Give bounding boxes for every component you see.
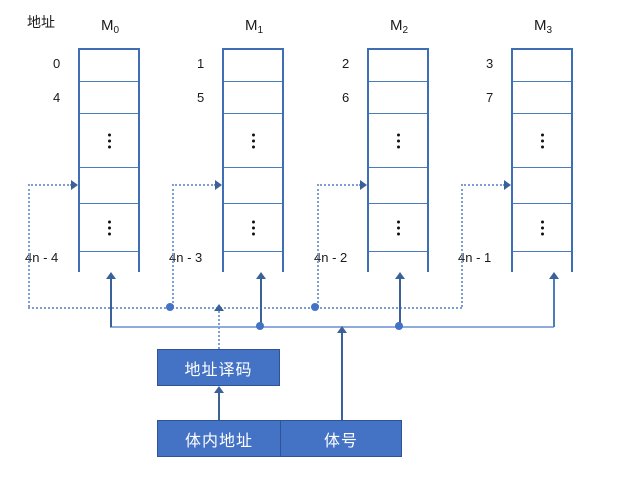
bank-number-label: 体号 <box>323 430 358 450</box>
decoder-branch-m3-vertical <box>461 184 463 307</box>
address-label-m1-0: 1 <box>197 56 205 71</box>
junction-node-dotted-1 <box>166 303 174 311</box>
bank-m0-cell-2 <box>80 168 138 204</box>
bank-m3-cell-ellipsis-1 <box>513 114 571 168</box>
decoder-output-line <box>218 311 220 349</box>
bank-m2-cell-0 <box>369 50 427 82</box>
memory-bank-m3 <box>511 48 573 284</box>
address-label-m2-1: 6 <box>342 90 350 105</box>
decoder-arrow-m1 <box>215 180 222 190</box>
junction-node-dotted-2 <box>311 303 319 311</box>
bank-m3-cell-0 <box>513 50 571 82</box>
data-line-m2 <box>399 279 401 327</box>
bank-header-m3-index: 3 <box>546 25 553 36</box>
bank-m0-cell-ellipsis-1 <box>80 114 138 168</box>
address-label-m3-0: 3 <box>486 56 494 71</box>
intra-bank-address-box[interactable]: 体内地址 <box>157 420 281 457</box>
data-arrow-m3 <box>549 272 559 279</box>
vertical-ellipsis-icon <box>369 217 427 238</box>
data-line-m0 <box>110 279 112 327</box>
data-arrow-m2 <box>395 272 405 279</box>
address-label-m3-1: 7 <box>486 90 494 105</box>
decoder-branch-m2-vertical <box>317 184 319 307</box>
decoder-bus-dotted <box>28 307 462 309</box>
junction-node-solid-2 <box>395 322 403 330</box>
bank-m3-cell-1 <box>513 82 571 114</box>
bank-m2-cell-ellipsis-1 <box>369 114 427 168</box>
vertical-ellipsis-icon <box>513 130 571 151</box>
decoder-branch-m3-horizontal <box>461 184 505 186</box>
intra-bank-address-to-decoder-arrow <box>214 386 224 393</box>
data-arrow-m0 <box>106 272 116 279</box>
address-label-m0-last: 4n - 4 <box>25 250 59 265</box>
address-label-m1-1: 5 <box>197 90 205 105</box>
bank-m0-cell-ellipsis-2 <box>80 204 138 252</box>
bank-header-m3: M3 <box>534 17 553 36</box>
decoder-branch-m2-horizontal <box>317 184 361 186</box>
bank-m1-cell-2 <box>224 168 282 204</box>
data-bus-solid <box>110 326 554 328</box>
bank-m1-cell-1 <box>224 82 282 114</box>
bank-number-to-bus-line <box>341 333 343 420</box>
address-decoder-label: 地址译码 <box>184 359 253 379</box>
bank-header-m2: M2 <box>390 17 409 36</box>
bank-m3-cell-3 <box>513 252 571 284</box>
vertical-ellipsis-icon <box>80 217 138 238</box>
address-decoder-box[interactable]: 地址译码 <box>157 349 280 386</box>
vertical-ellipsis-icon <box>369 130 427 151</box>
bank-m2-cell-1 <box>369 82 427 114</box>
bank-header-m0: M0 <box>101 17 120 36</box>
address-label-m0-1: 4 <box>53 90 61 105</box>
decoder-branch-m1-vertical <box>172 184 174 307</box>
bank-m1-cell-ellipsis-1 <box>224 114 282 168</box>
address-label-m2-last: 4n - 2 <box>314 250 348 265</box>
bank-m0-cell-0 <box>80 50 138 82</box>
intra-bank-address-to-decoder-line <box>218 393 220 420</box>
bank-number-box[interactable]: 体号 <box>280 420 402 457</box>
bank-m2-cell-ellipsis-2 <box>369 204 427 252</box>
memory-bank-m0 <box>78 48 140 284</box>
decoder-arrow-m3 <box>504 180 511 190</box>
data-line-m3 <box>553 279 555 327</box>
bank-header-m3-name: M <box>534 17 547 34</box>
bank-number-to-bus-arrow <box>337 326 347 333</box>
address-column-header: 地址 <box>27 15 55 31</box>
vertical-ellipsis-icon <box>224 130 282 151</box>
bank-header-m1: M1 <box>245 17 264 36</box>
bank-header-m2-name: M <box>390 17 403 34</box>
data-line-m1 <box>260 279 262 327</box>
address-label-m0-0: 0 <box>53 56 61 71</box>
bank-header-m0-index: 0 <box>113 25 120 36</box>
intra-bank-address-label: 体内地址 <box>184 430 253 450</box>
decoder-branch-m0-horizontal <box>28 184 72 186</box>
junction-node-solid-1 <box>256 322 264 330</box>
bank-m3-cell-ellipsis-2 <box>513 204 571 252</box>
bank-m2-cell-3 <box>369 252 427 284</box>
bank-m1-cell-3 <box>224 252 282 284</box>
vertical-ellipsis-icon <box>513 217 571 238</box>
memory-bank-m1 <box>222 48 284 284</box>
bank-m0-cell-1 <box>80 82 138 114</box>
vertical-ellipsis-icon <box>224 217 282 238</box>
bank-header-m2-index: 2 <box>402 25 409 36</box>
address-label-m3-last: 4n - 1 <box>458 250 492 265</box>
bank-header-m1-name: M <box>245 17 258 34</box>
decoder-branch-m0-vertical <box>28 184 30 307</box>
decoder-arrow-m0 <box>71 180 78 190</box>
address-label-m2-0: 2 <box>342 56 350 71</box>
bank-m1-cell-0 <box>224 50 282 82</box>
data-arrow-m1 <box>256 272 266 279</box>
vertical-ellipsis-icon <box>80 130 138 151</box>
decoder-branch-m1-horizontal <box>172 184 216 186</box>
bank-m2-cell-2 <box>369 168 427 204</box>
decoder-output-arrow <box>214 304 224 311</box>
bank-m3-cell-2 <box>513 168 571 204</box>
decoder-arrow-m2 <box>360 180 367 190</box>
bank-m1-cell-ellipsis-2 <box>224 204 282 252</box>
bank-header-m0-name: M <box>101 17 114 34</box>
bank-m0-cell-3 <box>80 252 138 284</box>
address-label-m1-last: 4n - 3 <box>169 250 203 265</box>
bank-header-m1-index: 1 <box>257 25 264 36</box>
memory-bank-m2 <box>367 48 429 284</box>
